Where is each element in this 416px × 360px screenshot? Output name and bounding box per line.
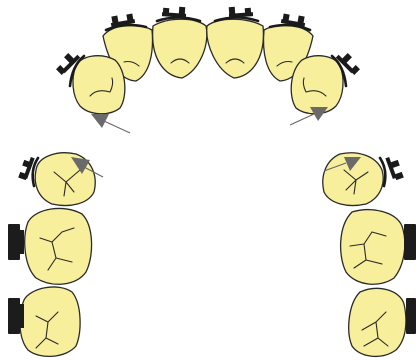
tooth-molar-1-left: [25, 208, 92, 284]
tooth-molar-1-right: [341, 210, 405, 285]
tooth-molar-2-right: [349, 288, 406, 356]
tooth-upper-canine-left: [73, 56, 125, 114]
arrow-upper-left: [91, 114, 130, 133]
tooth-upper-central-right: [207, 19, 264, 78]
tooth-upper-central-left: [153, 19, 207, 78]
tooth-upper-canine-right: [291, 56, 343, 114]
tube-molar-1-right: [404, 224, 416, 260]
tube-molar-1-left: [8, 224, 24, 260]
tube-molar-2-right: [406, 298, 416, 334]
bracket-premolar-right: [380, 157, 404, 186]
tooth-molar-2-left: [20, 287, 80, 356]
